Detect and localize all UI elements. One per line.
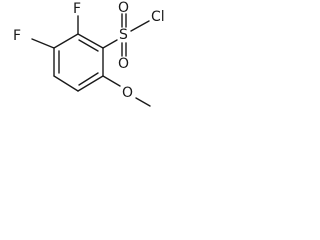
fluorine-top-label: F (73, 1, 81, 17)
bond-c6-f (31, 38, 55, 49)
bond-o-ch3 (135, 97, 151, 107)
oxygen-top-label: O (118, 0, 129, 16)
molecule-diagram: F F S O O Cl O (13, 0, 165, 107)
benzene-ring (53, 33, 104, 92)
sulfur-label: S (119, 27, 128, 43)
oxygen-bottom-label: O (118, 56, 129, 72)
ring-double-bond-c3-c4 (78, 72, 99, 86)
ring-bond-c1-c2 (77, 33, 104, 49)
oxygen-methoxy-label: O (122, 85, 133, 101)
bond-c3-o (102, 75, 121, 87)
ring-bond-c6-c1 (53, 33, 79, 49)
bond-c2-s (102, 39, 118, 49)
fluorine-ring-label: F (13, 28, 21, 44)
ring-bond-c4-c5 (53, 75, 79, 92)
chlorine-label: Cl (151, 9, 165, 25)
bond-s-cl (130, 20, 150, 32)
ring-double-bond-c1-c2 (78, 39, 99, 52)
ring-bond-c3-c4 (77, 75, 104, 92)
